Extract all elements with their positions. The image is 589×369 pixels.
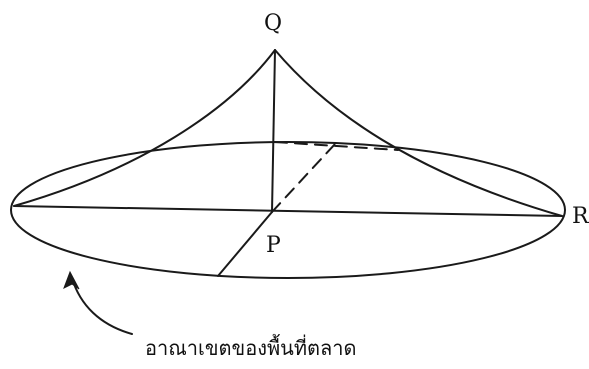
rim-label-r: R xyxy=(572,204,589,229)
center-label-p: P xyxy=(266,233,281,258)
apex-label-q: Q xyxy=(264,11,282,36)
front-radius-line xyxy=(217,211,273,277)
caption-arrow xyxy=(71,277,133,335)
hidden-back-chord xyxy=(274,141,399,151)
height-line-q-p xyxy=(271,49,276,213)
hidden-back-radius xyxy=(271,143,336,213)
cone-left-side xyxy=(13,49,276,207)
diameter-line xyxy=(13,205,563,217)
cone-right-side xyxy=(274,49,563,217)
market-area-ellipse xyxy=(10,141,566,279)
market-area-caption: อาณาเขตของพื้นที่ตลาด xyxy=(145,334,356,360)
caption-arrowhead-icon xyxy=(63,270,80,290)
